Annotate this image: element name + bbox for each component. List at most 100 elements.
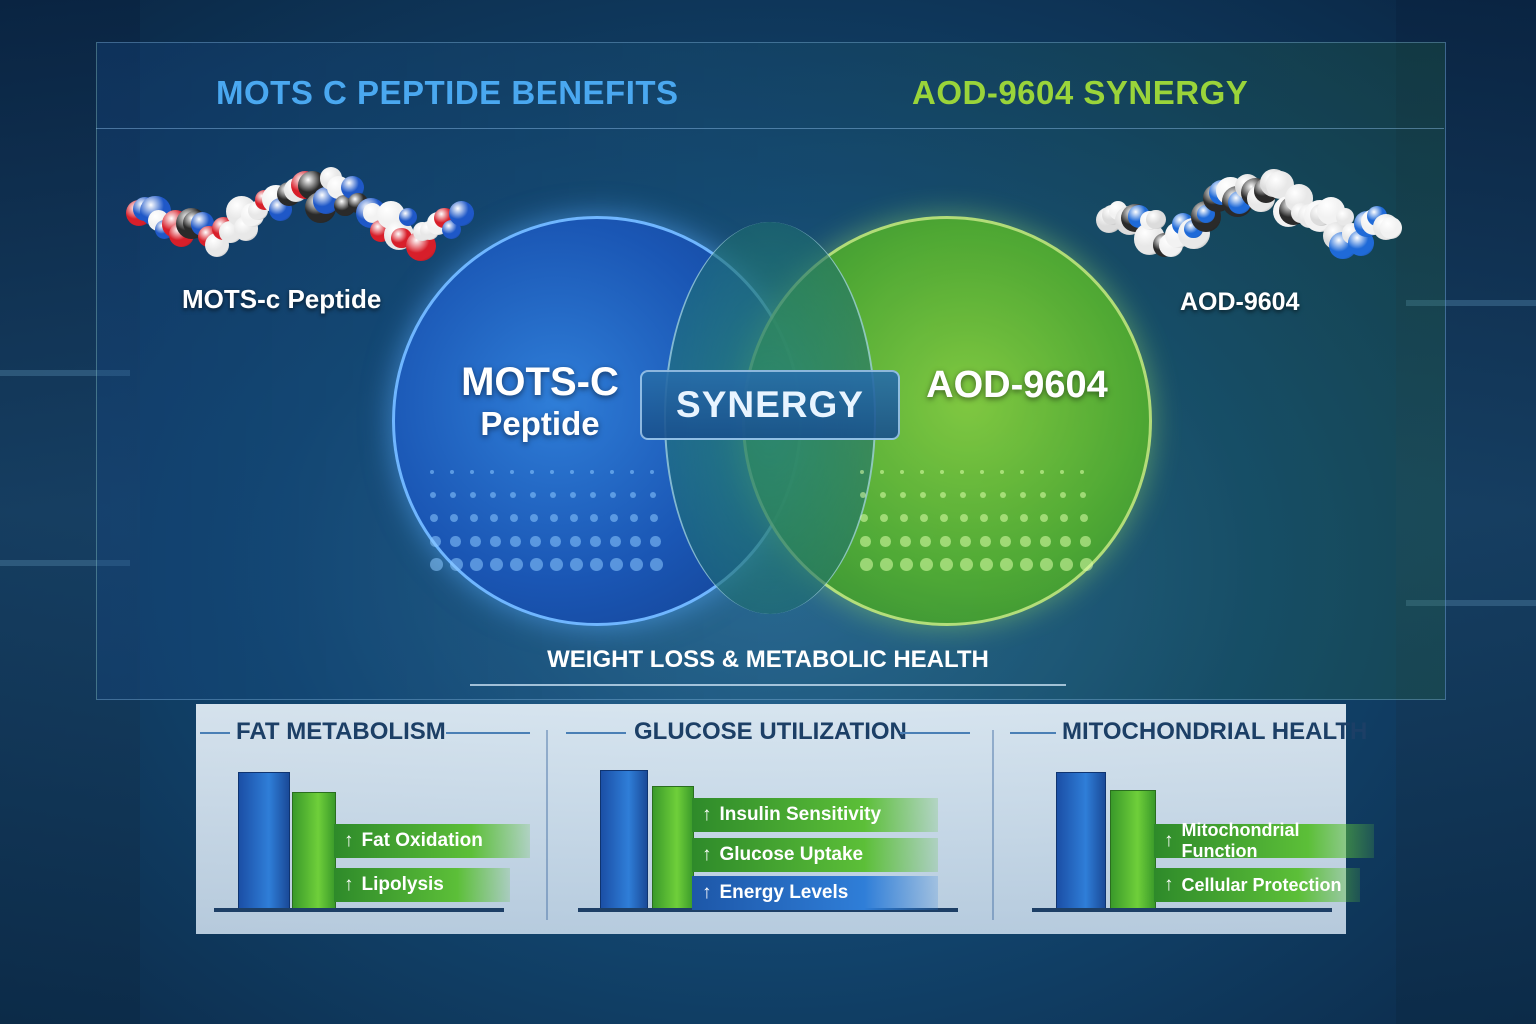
up-arrow-icon: ↑ (702, 804, 712, 825)
benefit-label: Fat Oxidation (361, 830, 483, 851)
halftone-dot (880, 558, 893, 571)
mots-c-circle-label-line2: Peptide (480, 405, 600, 442)
section-rule (1010, 732, 1056, 734)
aod-9604-molecule-label: AOD-9604 (1180, 288, 1300, 316)
halftone-dot (900, 558, 913, 571)
halftone-dot (1080, 536, 1091, 547)
halftone-dot (570, 558, 583, 571)
halftone-dot (1060, 470, 1064, 474)
aod-9604-molecule-icon (1096, 150, 1416, 270)
up-arrow-icon: ↑ (702, 844, 712, 865)
halftone-dot (1040, 492, 1047, 499)
halftone-dot (920, 514, 929, 523)
mots-c-circle-label: MOTS-C Peptide (440, 360, 640, 444)
header-divider (96, 128, 1444, 129)
mots-c-benefits-title: MOTS C PEPTIDE BENEFITS (216, 74, 679, 111)
halftone-dot (880, 492, 887, 499)
lab-background-left (0, 0, 140, 1024)
halftone-dot (1060, 558, 1073, 571)
halftone-dot (920, 470, 924, 474)
halftone-dot (940, 536, 951, 547)
fat-metabolism-title: FAT METABOLISM (236, 718, 446, 745)
halftone-dot (530, 558, 543, 571)
benefit-insulin-sensitivity: ↑ Insulin Sensitivity (692, 798, 938, 832)
halftone-dot (530, 536, 541, 547)
lab-background-right (1396, 0, 1536, 1024)
lab-shelf (1406, 300, 1536, 306)
mitochondrial-health-title: MITOCHONDRIAL HEALTH (1062, 718, 1368, 745)
halftone-dot (470, 470, 474, 474)
chart-baseline (1032, 908, 1332, 912)
halftone-dot (650, 558, 663, 571)
halftone-dot (1000, 470, 1004, 474)
halftone-dot (550, 558, 563, 571)
halftone-dot (1040, 536, 1051, 547)
halftone-dot (920, 492, 927, 499)
benefit-label: Energy Levels (719, 882, 849, 903)
halftone-dot (980, 492, 987, 499)
halftone-dot (1080, 514, 1089, 523)
halftone-dot (1060, 514, 1069, 523)
halftone-dot (510, 514, 519, 523)
halftone-dot (860, 492, 867, 499)
halftone-dot (1080, 492, 1087, 499)
benefit-label: Mitochondrial Function (1181, 820, 1300, 861)
halftone-dot (630, 470, 634, 474)
benefit-fat-oxidation: ↑Fat Oxidation (334, 824, 530, 858)
benefit-label: Cellular Protection (1181, 874, 1342, 895)
halftone-dot (550, 492, 557, 499)
halftone-dot (650, 470, 654, 474)
halftone-dot (510, 558, 523, 571)
halftone-dot (980, 558, 993, 571)
section-divider (546, 730, 548, 920)
section-rule (200, 732, 230, 734)
halftone-dot (650, 514, 659, 523)
halftone-dot (450, 558, 463, 571)
up-arrow-icon: ↑ (1164, 830, 1174, 851)
mots-c-molecule-label: MOTS-c Peptide (182, 284, 382, 314)
halftone-dot (450, 536, 461, 547)
halftone-dot (590, 558, 603, 571)
atom (1335, 207, 1354, 227)
halftone-dot (550, 470, 554, 474)
atom (1146, 210, 1166, 230)
benefit-energy-levels: ↑Energy Levels (692, 876, 938, 910)
halftone-dot (1020, 492, 1027, 499)
halftone-dot (450, 514, 459, 523)
halftone-dot (650, 536, 661, 547)
halftone-dot (1040, 514, 1049, 523)
halftone-dot (980, 514, 989, 523)
halftone-dot (860, 558, 873, 571)
halftone-dot (900, 492, 907, 499)
halftone-dot (900, 470, 904, 474)
up-arrow-icon: ↑ (1164, 874, 1174, 895)
halftone-dot (470, 492, 477, 499)
benefit-label: Insulin Sensitivity (719, 804, 882, 825)
benefit-label: Lipolysis (361, 874, 444, 895)
benefit-glucose-uptake: ↑Glucose Uptake (692, 838, 938, 872)
up-arrow-icon: ↑ (344, 874, 354, 895)
halftone-dot (590, 492, 597, 499)
halftone-dot (960, 558, 973, 571)
halftone-dot (860, 514, 869, 523)
fat-metabolism-bar-aod (292, 792, 336, 912)
halftone-dot (510, 492, 517, 499)
halftone-dot (490, 514, 499, 523)
halftone-dot (490, 492, 497, 499)
halftone-dot (430, 536, 441, 547)
halftone-dot (630, 536, 641, 547)
halftone-dot (530, 470, 534, 474)
halftone-dot (900, 536, 911, 547)
halftone-dot (1000, 492, 1007, 499)
lab-shelf (1406, 600, 1536, 606)
weight-loss-subtitle: WEIGHT LOSS & METABOLIC HEALTH (547, 646, 989, 673)
halftone-dot (470, 536, 481, 547)
aod-9604-circle-label: AOD-9604 (926, 364, 1108, 406)
glucose-utilization-bar-aod (652, 786, 694, 912)
halftone-dot (860, 470, 864, 474)
halftone-dot (490, 470, 494, 474)
halftone-dot (590, 514, 599, 523)
halftone-dot (510, 536, 521, 547)
halftone-dot (510, 470, 514, 474)
atom (448, 201, 474, 226)
